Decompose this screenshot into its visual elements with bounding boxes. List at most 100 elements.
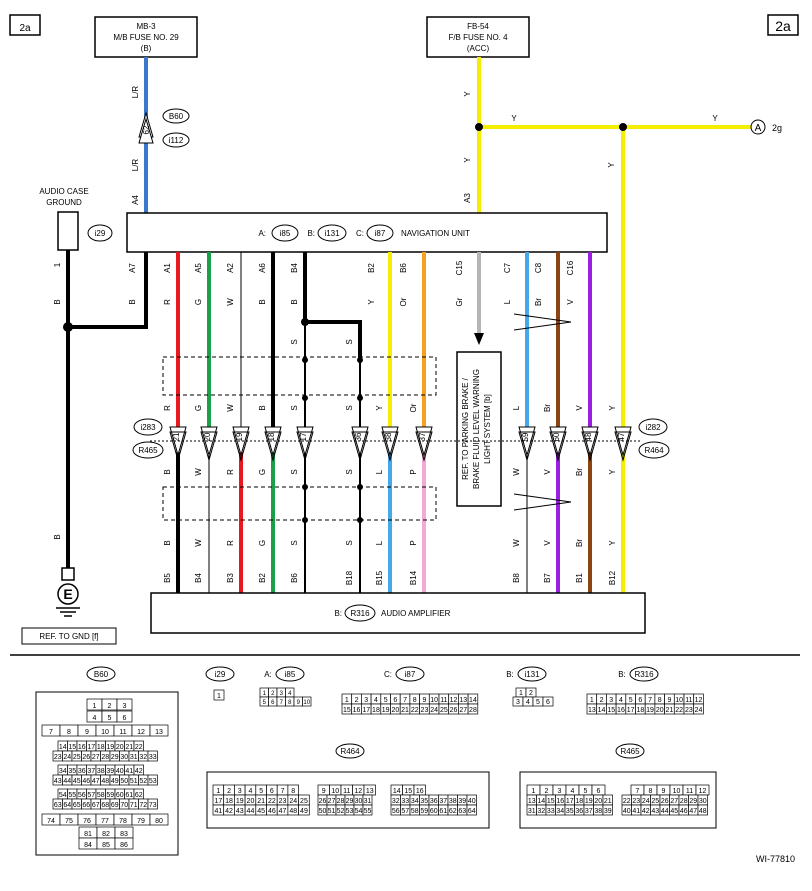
connector-pin-number: 35	[68, 768, 76, 775]
connector-pin-number: 63	[54, 802, 62, 809]
junction-pin: 18	[267, 432, 276, 441]
connector-pin-number: 78	[119, 818, 127, 825]
connector-title: i87	[405, 670, 416, 679]
nav-pin-a4: A4	[131, 195, 140, 205]
wire-color-bottom: S	[290, 540, 299, 545]
connector-pin-number: 17	[627, 707, 635, 714]
connector-pin-number: 22	[268, 798, 276, 805]
connector-pin-number: 2	[108, 703, 112, 710]
shield-box-upper	[162, 356, 437, 396]
connector-pin-number: 39	[604, 808, 612, 815]
junction-pin: 60	[552, 432, 561, 441]
connector-title: R465	[620, 747, 640, 756]
connector-pin-number: 58	[411, 808, 419, 815]
wire-color-upper: Br	[543, 404, 552, 412]
page-tag-left-box	[9, 14, 41, 36]
wire-b4-branch	[305, 320, 362, 360]
connector-pin-number: 9	[662, 788, 666, 795]
connector-prefix: B:	[618, 670, 626, 679]
connector-pin-number: 12	[137, 729, 145, 736]
connector-pin-cell	[116, 710, 133, 723]
connector-pin-number: 64	[468, 808, 476, 815]
connector-pin-number: 6	[393, 697, 397, 704]
connector-pin-number: 12	[354, 788, 362, 795]
nav-pin-label: A5	[194, 263, 203, 273]
connector-pin-number: 7	[648, 697, 652, 704]
connector-title: i85	[285, 670, 296, 679]
connector-pin-number: 37	[87, 768, 95, 775]
connector-pin-number: 21	[604, 798, 612, 805]
amp-pin-label: B8	[512, 573, 521, 583]
conn-label-i29: i29	[95, 229, 106, 238]
connector-pin-number: 9	[667, 697, 671, 704]
wire-color-bottom: W	[194, 539, 203, 547]
ground-wire-color: B	[53, 299, 62, 304]
ref-parking-line3: LIGHT SYSTEM [b]	[483, 394, 492, 464]
connector-pin-number: 3	[364, 697, 368, 704]
wire-color-shield: S	[345, 339, 354, 344]
junction-triangle-inner	[232, 431, 250, 462]
junction-pin: 19	[235, 432, 244, 441]
junction-triangle-inner	[296, 431, 314, 462]
connector-pin-number: 49	[300, 808, 308, 815]
connector-pin-number: 12	[450, 697, 458, 704]
connector-pin-number: 63	[458, 808, 466, 815]
wire-color-bottom: R	[226, 540, 235, 546]
junction-left-bottom: R465	[138, 446, 158, 455]
connector-pin-number: 24	[430, 707, 438, 714]
audio-case-ground-block	[57, 211, 79, 251]
signal-wires	[176, 252, 625, 593]
wire-color-bottom: B	[163, 540, 172, 545]
connector-pin-number: 31	[364, 798, 372, 805]
connector-pin-number: 31	[528, 808, 536, 815]
fuse-box-right	[426, 16, 530, 58]
connector-pin-number: 2	[600, 697, 604, 704]
connector-title-oval	[205, 666, 235, 682]
connector-pin-number: 74	[47, 818, 55, 825]
connector-pin-number: 26	[450, 707, 458, 714]
connector-pin-number: 17	[362, 707, 370, 714]
connector-pin-number: 2	[545, 788, 549, 795]
junction-r465-oval	[132, 441, 164, 459]
connector-pin-number: 32	[139, 754, 147, 761]
wire-color-upper: S	[290, 405, 299, 410]
connector-pin-number: 7	[636, 788, 640, 795]
amp-pin-label: B18	[345, 570, 354, 585]
connector-pin-number: 19	[585, 798, 593, 805]
connector-pin-number: 8	[649, 788, 653, 795]
connector-pin-number: 1	[345, 697, 349, 704]
connector-pin-number: 33	[149, 754, 157, 761]
connector-pin-cell	[302, 696, 312, 707]
connector-pin-number: 1	[216, 788, 220, 795]
amp-conn: R316	[350, 609, 370, 618]
connector-pin-number: 4	[93, 715, 97, 722]
pin-labels: A7BA1RA5GA2WA6BB4BB2YB6OrC15GrC7LC8BrC16…	[128, 260, 632, 585]
connector-pin-number: 10	[675, 697, 683, 704]
connector-pin-number: 16	[353, 707, 361, 714]
connector-pin-number: 18	[372, 707, 380, 714]
connector-pin-number: 50	[120, 778, 128, 785]
amp-pin-label: B2	[258, 573, 267, 583]
nav-pin-label: A7	[128, 263, 137, 273]
junction-triangle-inner	[264, 431, 282, 462]
wire-color-upper: Y	[375, 405, 384, 411]
nav-pin-a3: A3	[463, 193, 472, 203]
connector-pin-number: 23	[421, 707, 429, 714]
amp-pin-label: B15	[375, 570, 384, 585]
connector-pin-number: 79	[137, 818, 145, 825]
connector-pin-number: 4	[374, 697, 378, 704]
ground-symbol-circle	[57, 583, 79, 605]
amp-pin-label: B1	[575, 573, 584, 583]
connector-pin-number: 3	[609, 697, 613, 704]
nav-wire-color: Y	[367, 299, 376, 305]
nav-pin-label: A1	[163, 263, 172, 273]
connector-title: R316	[634, 670, 654, 679]
connector-pin-number: 18	[636, 707, 644, 714]
wire-color-lower: S	[345, 469, 354, 474]
conn-label-i112: i112	[169, 136, 184, 145]
amp-pin-label: B7	[543, 573, 552, 583]
connector-title-oval	[275, 666, 305, 682]
connector-pin-number: 53	[346, 808, 354, 815]
connector-pin-cell	[149, 813, 169, 826]
connector-pin-number: 73	[149, 802, 157, 809]
